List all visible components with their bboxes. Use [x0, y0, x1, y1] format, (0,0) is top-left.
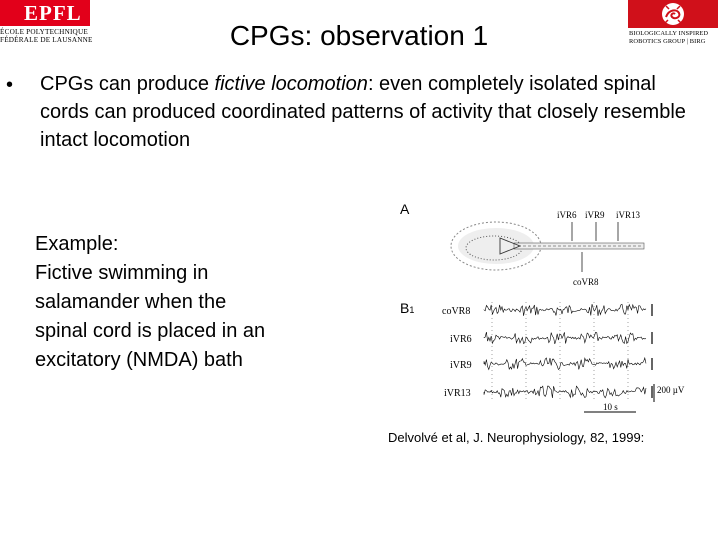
biorob-logo-line1: BIOLOGICALLY INSPIRED: [629, 30, 709, 37]
example-line: spinal cord is placed in an: [35, 320, 266, 342]
top-label-ivr6: iVR6: [557, 210, 577, 220]
figure-caption: Delvolvé et al, J. Neurophysiology, 82, …: [388, 430, 645, 445]
panel-b-label: B1: [400, 300, 414, 316]
example-line: Fictive swimming in: [35, 262, 209, 284]
recording-trace: [483, 303, 647, 316]
recording-trace: [483, 385, 647, 399]
spinal-cord-diagram: [450, 221, 645, 272]
trace-label: iVR6: [450, 334, 472, 345]
bullet-suffix: : even completely isolated spinal cords …: [40, 73, 686, 151]
example-line: Example:: [35, 233, 119, 255]
bullet-mark: •: [6, 74, 14, 96]
salamander-icon: [662, 3, 684, 25]
epfl-logo-line1: ÉCOLE POLYTECHNIQUE: [0, 28, 88, 36]
panel-a-label: A: [400, 201, 410, 217]
example-line: excitatory (NMDA) bath: [35, 349, 243, 371]
biorob-logo-line2: ROBOTICS GROUP | BIRG: [629, 38, 706, 45]
biorob-logo-block: [628, 0, 718, 28]
bullet-prefix: CPGs can produce: [40, 73, 215, 95]
trace-label: coVR8: [442, 306, 470, 317]
epfl-logo-line2: FÉDÉRALE DE LAUSANNE: [0, 36, 93, 44]
recording-traces: [483, 302, 653, 402]
top-label-ivr9: iVR9: [585, 210, 605, 220]
example-text: Example: Fictive swimming in salamander …: [35, 230, 335, 375]
panel-b-subscript: 1: [409, 305, 414, 315]
bullet-text: CPGs can produce fictive locomotion: eve…: [40, 70, 700, 154]
epfl-logo-word: EPFL: [24, 1, 82, 25]
fictive-swimming-figure: A iVR6 iVR9 iVR13 coVR8 B1 coVR8 iVR6 iV…: [400, 201, 685, 413]
recording-trace: [483, 356, 647, 371]
trace-label: iVR13: [444, 388, 471, 399]
time-scale-label: 10 s: [603, 402, 618, 412]
recording-trace: [483, 331, 647, 345]
panel-b-letter: B: [400, 300, 409, 316]
epfl-logo-block: [0, 0, 90, 26]
voltage-scale-label: 200 µV: [657, 385, 685, 395]
bottom-label-covr8: coVR8: [573, 277, 599, 287]
slide-title: CPGs: observation 1: [229, 20, 489, 51]
epfl-logo: EPFL ÉCOLE POLYTECHNIQUE FÉDÉRALE DE LAU…: [0, 0, 92, 46]
bullet-emphasis: fictive locomotion: [214, 73, 368, 95]
top-label-ivr13: iVR13: [616, 210, 641, 220]
trace-label: iVR9: [450, 360, 472, 371]
example-line: salamander when the: [35, 291, 227, 313]
biorob-logo: BIOLOGICALLY INSPIRED ROBOTICS GROUP | B…: [628, 0, 718, 48]
